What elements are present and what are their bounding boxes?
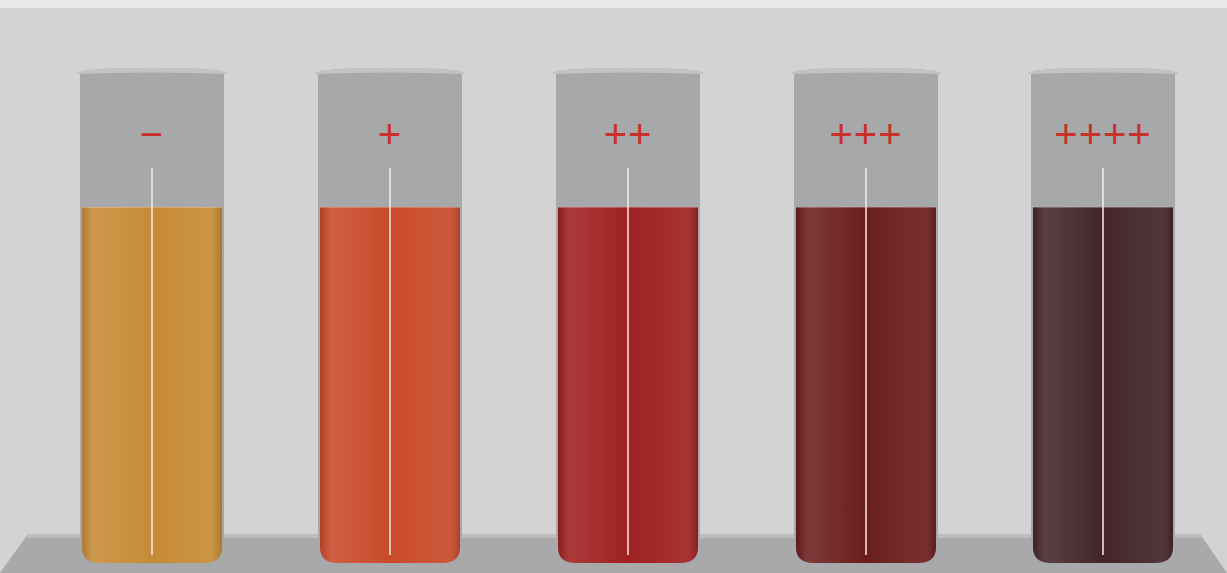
grade-label: − (74, 114, 230, 154)
beaker: ++++ (1025, 68, 1181, 565)
grade-label: +++ (788, 114, 944, 154)
beaker-lip (77, 68, 227, 74)
glass-rod (865, 168, 867, 555)
grade-label: + (312, 114, 468, 154)
glass-rod (627, 168, 629, 555)
beaker: +++ (788, 68, 944, 565)
beaker: ++ (550, 68, 706, 565)
glass-rod (151, 168, 153, 555)
grade-label: ++ (550, 114, 706, 154)
beaker-lip (315, 68, 465, 74)
glass-rod (1102, 168, 1104, 555)
glass-rod (389, 168, 391, 555)
beaker-lip (1028, 68, 1178, 74)
beaker: − (74, 68, 230, 565)
beaker-lip (553, 68, 703, 74)
beaker-lip (791, 68, 941, 74)
wall-top-strip (0, 0, 1227, 8)
beaker: + (312, 68, 468, 565)
grade-label: ++++ (1025, 114, 1181, 154)
